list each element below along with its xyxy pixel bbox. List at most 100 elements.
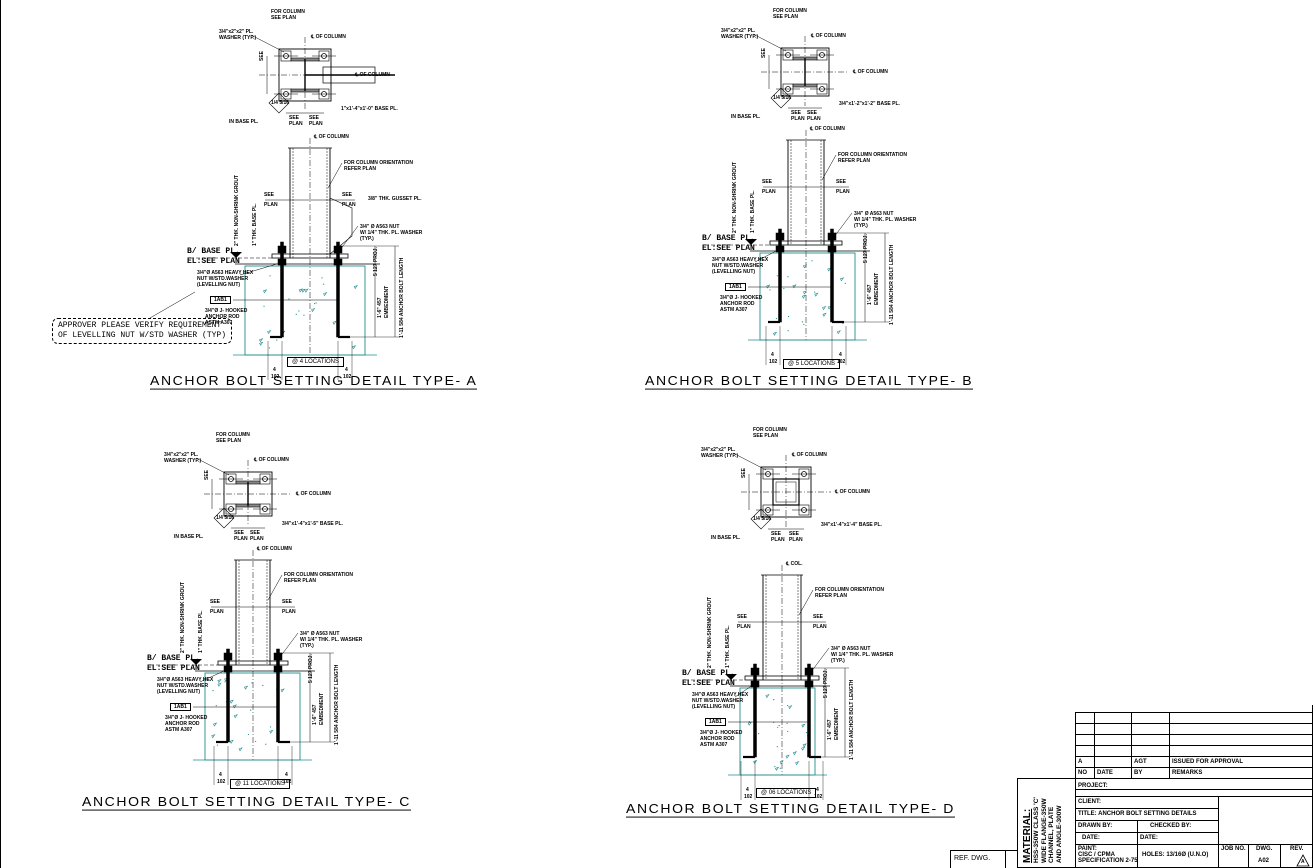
levelling-nut (273, 665, 283, 673)
concrete-aggregate-dot (805, 731, 808, 734)
concrete-aggregate-mark (802, 264, 808, 269)
concrete-aggregate-dot (215, 705, 217, 707)
concrete-aggregate-dot (216, 744, 219, 746)
see-plan-label: SEE (791, 110, 802, 116)
locations-count-box: @ 06 LOCATIONS (756, 788, 817, 798)
concrete-aggregate-mark (801, 723, 806, 728)
concrete-aggregate-dot (786, 704, 789, 707)
see-plan-label: PLAN (210, 609, 224, 615)
concrete-aggregate-dot (783, 287, 785, 290)
drawing-title-label: TITLE: ANCHOR BOLT SETTING DETAILS (1078, 811, 1197, 817)
concrete-aggregate-dot (776, 275, 778, 277)
hook-dimension: 4 (345, 367, 348, 373)
anchor-rod (226, 648, 230, 743)
see-plan-label: SEE (250, 530, 261, 536)
concrete-aggregate-dot (844, 282, 846, 284)
concrete-aggregate-dot (247, 733, 250, 736)
title-block-rule (1075, 723, 1313, 724)
concrete-aggregate-dot (787, 315, 790, 318)
dwg-label: DWG. (1256, 846, 1273, 852)
anchor-rod-note: ANCHOR ROD (720, 301, 755, 307)
see-plan-label: SEE (737, 614, 748, 620)
leader-line (195, 457, 230, 476)
approver-note-line: APPROVER PLEASE VERIFY REQUIREMENT (58, 321, 222, 330)
detail-title: ANCHOR BOLT SETTING DETAIL TYPE- B (645, 372, 974, 390)
checked-by-label: CHECKED BY: (1150, 823, 1192, 829)
column-orientation-note: FOR COLUMN ORIENTATION (284, 572, 353, 578)
base-plate-thickness-label: 1" THK. BASE PL. (198, 610, 204, 653)
projection-dimension: 5 127 PROJ. (373, 247, 379, 276)
elevation-see-plan-label: EL:SEE PLAN (187, 257, 240, 266)
levelling-nut-note: NUT W/STD.WASHER (157, 683, 209, 689)
concrete-aggregate-dot (758, 732, 760, 735)
base-plate-spec-label: 3/4"x1'-2"x1'-2" BASE PL. (839, 101, 900, 107)
title-block-rule (1075, 808, 1218, 809)
see-plan-label: SEE (234, 530, 245, 536)
concrete-aggregate-mark (772, 331, 778, 336)
for-column-see-plan-label: FOR COLUMN (216, 432, 250, 438)
hook-dimension-mm: 102 (217, 779, 226, 785)
levelling-nut (277, 258, 287, 266)
elevation-marker-icon (745, 239, 757, 245)
cl-of-column-label: ℄ OF COLUMN (314, 134, 349, 140)
concrete-aggregate-dot (774, 765, 776, 768)
top-nut-note: (TYP.) (854, 223, 868, 229)
title-block-rule (1131, 712, 1132, 778)
title-block-rule (1075, 734, 1313, 735)
levelling-nut-note: 3/4"Ø A563 HEAVY HEX (197, 270, 254, 276)
concrete-aggregate-mark (311, 307, 316, 313)
bottom-base-plate-label: B/ BASE PL. (147, 654, 200, 663)
top-nut-note: 3/4" Ø A563 NUT (831, 646, 871, 652)
elevation-marker-icon (725, 674, 737, 680)
cl-of-column-label: ℄ OF COLUMN (853, 69, 888, 75)
grout-thickness-label: 2" THK. NON-SHRINK GROUT (234, 175, 240, 246)
drawn-by-label: DRAWN BY: (1078, 823, 1113, 829)
concrete-aggregate-dot (295, 313, 297, 315)
anchor-rod (807, 663, 811, 758)
base-plate-elevation (271, 253, 349, 259)
concrete-aggregate-mark (323, 292, 328, 297)
concrete-aggregate-dot (321, 277, 323, 279)
top-nut (827, 232, 837, 241)
washer-label: 3/4"x2"x2" PL. (721, 28, 756, 34)
anchor-rod-note: 3/4"Ø J- HOOKED (165, 715, 208, 721)
top-nut-note: 3/4" Ø A563 NUT (360, 224, 400, 230)
anchor-bolt-mark: 1AB1 (725, 283, 746, 291)
concrete-aggregate-dot (269, 726, 272, 728)
column-orientation-note: REFER PLAN (284, 578, 316, 584)
grout-thickness-label: 2" THK. NON-SHRINK GROUT (732, 162, 738, 233)
hook-dimension-mm: 102 (814, 794, 823, 800)
weld-symbol-diamond (750, 508, 772, 530)
concrete-aggregate-mark (352, 345, 357, 350)
title-block-rule (1075, 778, 1076, 868)
see-plan-label: SEE (813, 614, 824, 620)
top-nut-note: W/ 1/4" THK. PL. WASHER (360, 230, 423, 236)
embedment-label: EMBEDMENT (874, 272, 880, 305)
top-nut (804, 667, 814, 676)
concrete-aggregate-dot (811, 260, 813, 262)
material-heading: MATERIAL: (1022, 808, 1033, 863)
concrete-aggregate-mark (795, 761, 800, 766)
leader-line (239, 262, 281, 276)
concrete-aggregate-mark (802, 743, 807, 748)
hook-dimension: 4 (746, 787, 749, 793)
column-orientation-note: REFER PLAN (838, 158, 870, 164)
hook-dimension-mm: 102 (271, 374, 280, 380)
projection-dimension: 5 127 PROJ. (863, 234, 869, 263)
anchor-rod (336, 241, 340, 338)
ref-dwg-label: REF. DWG. (954, 855, 991, 862)
embedment-label: EMBEDMENT (384, 285, 390, 318)
elevation-marker-icon (190, 659, 202, 665)
concrete-aggregate-mark (801, 294, 807, 299)
elevation-see-plan-label: EL:SEE PLAN (702, 244, 755, 253)
bottom-base-plate-label: B/ BASE PL. (702, 234, 755, 243)
cl-of-column-label: ℄ OF COLUMN (355, 72, 390, 78)
concrete-aggregate-dot (842, 322, 844, 325)
concrete-pier (759, 252, 856, 341)
title-block-rule (1312, 705, 1313, 868)
concrete-aggregate-mark (259, 338, 264, 343)
weld-symbol-text: 1/4 5/16 (271, 100, 290, 106)
